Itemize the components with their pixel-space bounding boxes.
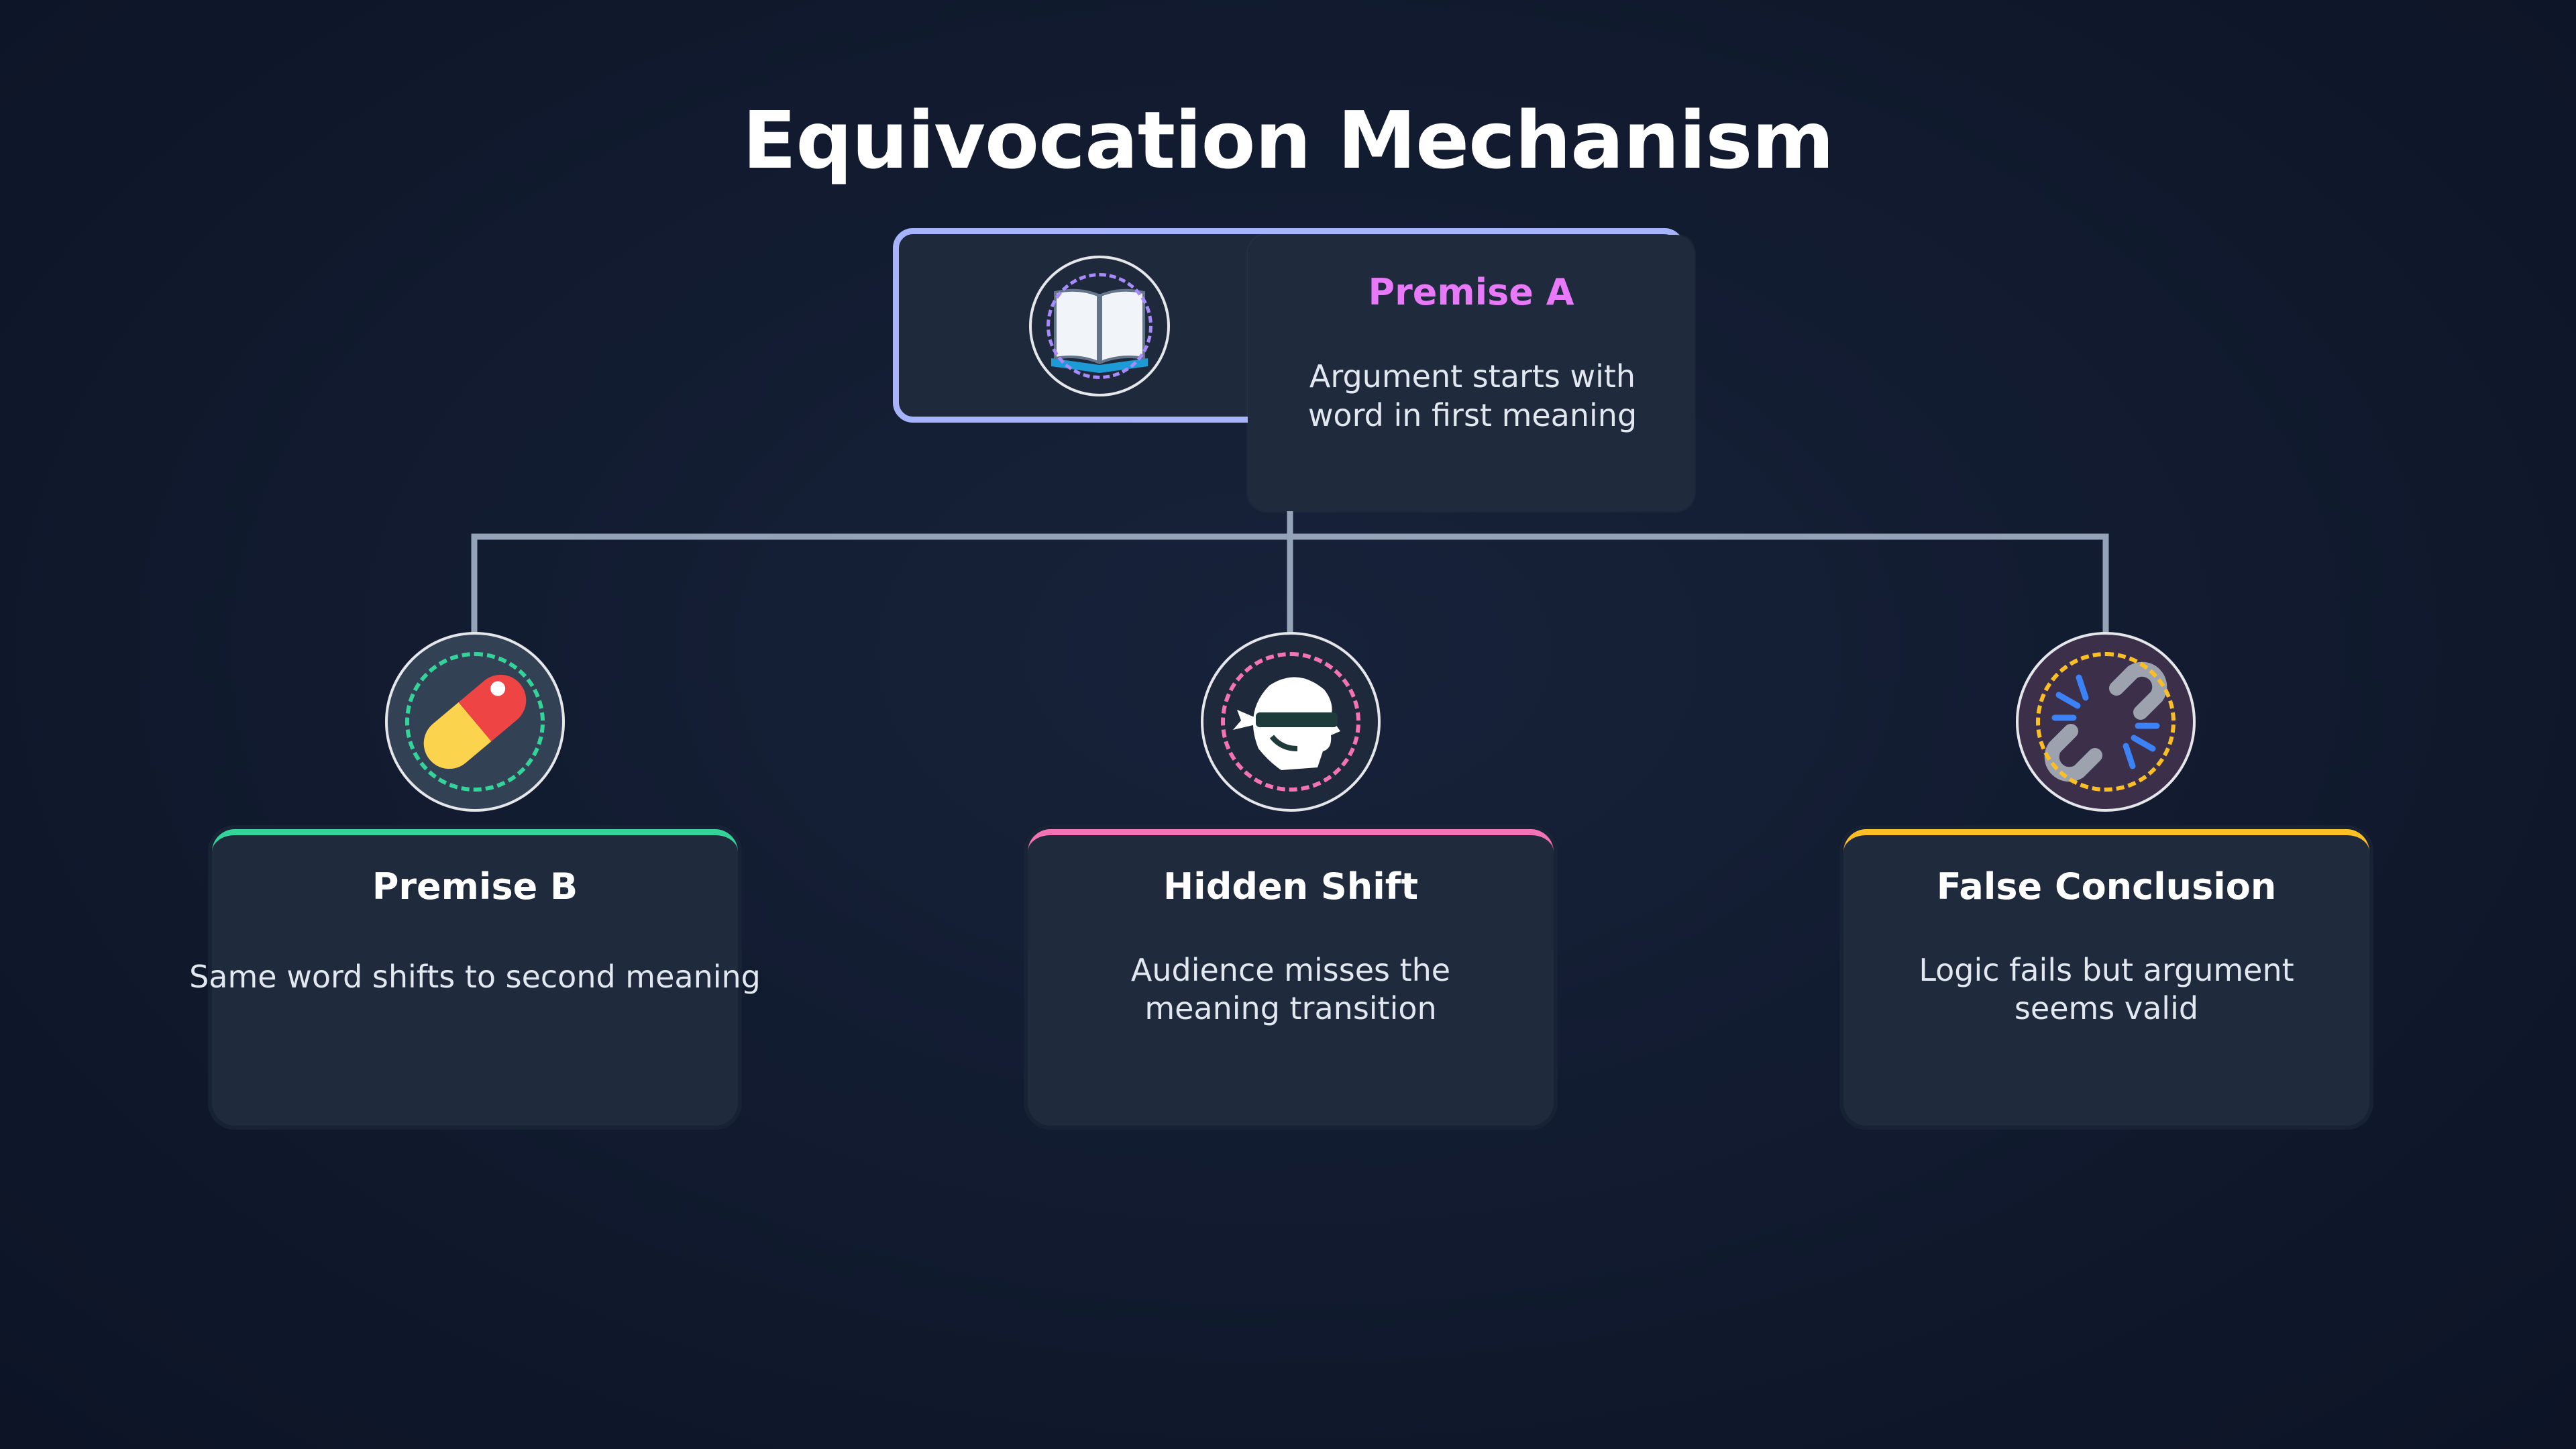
premise-a-title: Premise A	[1368, 271, 1574, 313]
hidden-shift-title: Hidden Shift	[1163, 865, 1419, 908]
false-conclusion-description: Logic fails but argument seems valid	[1919, 952, 2294, 1026]
premise-b-icon-badge	[385, 632, 565, 812]
premise-b-title: Premise B	[372, 865, 578, 908]
false-conclusion-title: False Conclusion	[1936, 865, 2277, 908]
hidden-shift-icon-badge	[1201, 632, 1381, 812]
premise-b-card	[212, 829, 738, 1126]
false-conclusion-icon-badge	[2016, 632, 2196, 812]
premise-a-description: Argument starts with word in first meani…	[1307, 358, 1638, 433]
diagram-title: Equivocation Mechanism	[742, 94, 1835, 186]
hidden-shift-description: Audience misses the meaning transition	[1130, 952, 1451, 1026]
premise-b-description: Same word shifts to second meaning	[189, 959, 761, 995]
premise-a-text-panel	[1248, 235, 1695, 511]
false-conclusion-card	[1843, 829, 2369, 1126]
premise-a-icon-badge	[1029, 256, 1170, 396]
hidden-shift-card	[1028, 829, 1554, 1126]
